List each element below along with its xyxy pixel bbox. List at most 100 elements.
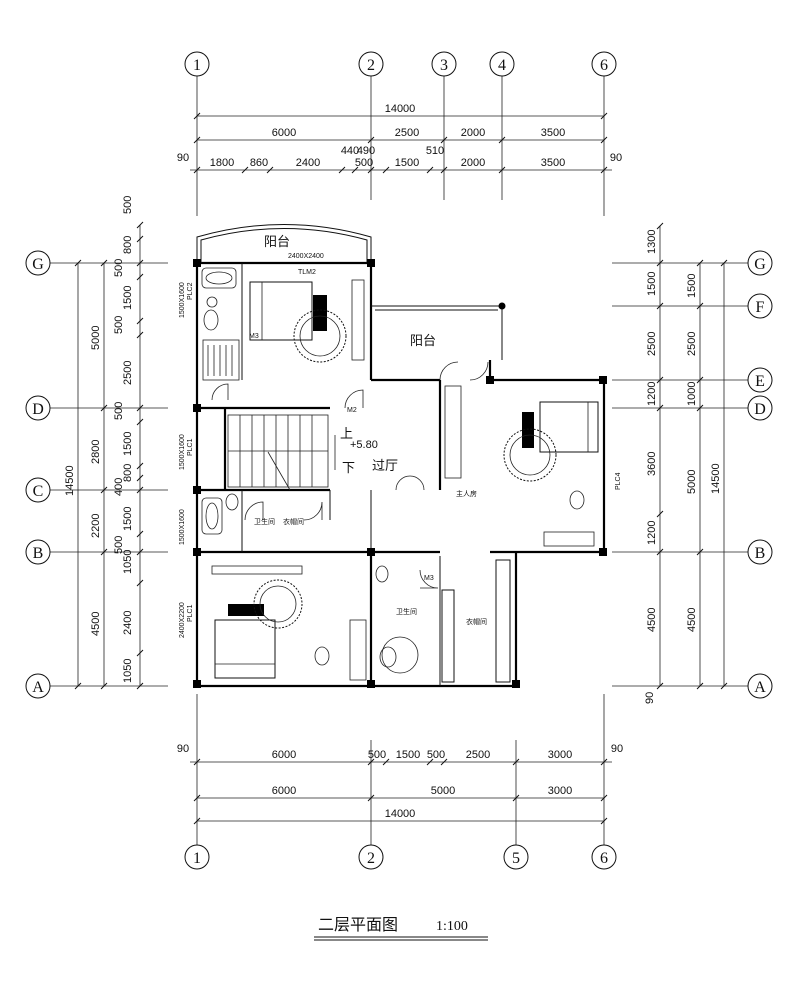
svg-text:500: 500 bbox=[368, 749, 386, 761]
svg-text:2500: 2500 bbox=[395, 127, 419, 139]
svg-text:2400: 2400 bbox=[296, 157, 320, 169]
svg-text:1300: 1300 bbox=[646, 230, 658, 254]
axis-label-right: A bbox=[754, 679, 766, 696]
svg-text:1500: 1500 bbox=[396, 749, 420, 761]
room-label: 阳台 bbox=[410, 334, 436, 349]
axis-label-bottom: 1 bbox=[193, 850, 201, 867]
axis-label-top: 6 bbox=[600, 57, 608, 74]
svg-text:1500: 1500 bbox=[122, 507, 134, 531]
window-tag: PLC1 bbox=[187, 438, 194, 456]
axis-bubbles-left: G D C B A bbox=[25, 250, 51, 699]
svg-text:500: 500 bbox=[113, 259, 125, 277]
svg-text:90: 90 bbox=[610, 152, 622, 164]
svg-text:14000: 14000 bbox=[385, 103, 416, 115]
room-label: 衣帽间 bbox=[466, 617, 487, 626]
window-tag: 2400X2400 bbox=[288, 253, 324, 260]
room-label: 阳台 bbox=[264, 235, 290, 250]
wardrobe bbox=[202, 279, 462, 479]
svg-text:1050: 1050 bbox=[122, 659, 134, 683]
svg-text:500: 500 bbox=[113, 402, 125, 420]
svg-text:500: 500 bbox=[113, 316, 125, 334]
axis-label-right: E bbox=[755, 373, 765, 390]
svg-text:1500: 1500 bbox=[686, 274, 698, 298]
axis-label-left: G bbox=[32, 256, 44, 273]
svg-text:2000: 2000 bbox=[461, 127, 485, 139]
axis-label-right: F bbox=[756, 299, 765, 316]
room-label: 卫生间 bbox=[254, 517, 275, 526]
window-tag: PLC4 bbox=[615, 472, 622, 490]
svg-text:14000: 14000 bbox=[385, 808, 416, 820]
door-tag: M2 bbox=[347, 407, 357, 414]
axis-label-bottom: 6 bbox=[600, 850, 608, 867]
room-label: 衣帽间 bbox=[283, 517, 304, 526]
stair-level-label: +5.80 bbox=[350, 439, 378, 451]
svg-text:1050: 1050 bbox=[122, 550, 134, 574]
svg-text:6000: 6000 bbox=[272, 127, 296, 139]
axis-bubbles-right: G F E D B A bbox=[747, 250, 773, 699]
stair-up-label: 上 bbox=[340, 427, 353, 442]
bed-top-left bbox=[249, 281, 347, 363]
svg-text:440: 440 bbox=[341, 145, 359, 157]
svg-text:5000: 5000 bbox=[686, 470, 698, 494]
window-tag: PLC2 bbox=[187, 282, 194, 300]
axis-label-top: 2 bbox=[367, 57, 375, 74]
svg-text:490: 490 bbox=[357, 145, 375, 157]
window-tag: TLM2 bbox=[298, 269, 316, 276]
door-tag: M3 bbox=[249, 333, 259, 340]
svg-text:800: 800 bbox=[122, 464, 134, 482]
axis-label-right: D bbox=[754, 401, 766, 418]
columns bbox=[193, 259, 607, 688]
svg-text:4500: 4500 bbox=[90, 612, 102, 636]
svg-text:1000: 1000 bbox=[686, 382, 698, 406]
svg-text:6000: 6000 bbox=[272, 749, 296, 761]
axis-label-right: B bbox=[755, 545, 766, 562]
axis-label-left: A bbox=[32, 679, 44, 696]
svg-text:500: 500 bbox=[427, 749, 445, 761]
svg-text:1800: 1800 bbox=[210, 157, 234, 169]
window-tag: 1500X1600 bbox=[179, 282, 186, 318]
dimension-left: 500 800 500 1500 500 2500 500 1500 800 4… bbox=[64, 196, 144, 690]
drawing-title: 二层平面图 bbox=[318, 915, 398, 934]
svg-text:3000: 3000 bbox=[548, 749, 572, 761]
svg-text:2000: 2000 bbox=[461, 157, 485, 169]
svg-text:1500: 1500 bbox=[395, 157, 419, 169]
svg-text:1200: 1200 bbox=[646, 521, 658, 545]
axis-label-left: C bbox=[33, 483, 44, 500]
axis-label-left: D bbox=[32, 401, 44, 418]
svg-text:2800: 2800 bbox=[90, 440, 102, 464]
svg-text:5000: 5000 bbox=[431, 785, 455, 797]
svg-text:2500: 2500 bbox=[686, 332, 698, 356]
window-tag: 2400X2200 bbox=[179, 602, 186, 638]
dimension-bottom: 90 6000 500 1500 500 2500 3000 90 6000 5… bbox=[177, 743, 623, 825]
staircase bbox=[227, 414, 336, 491]
dimension-top: 14000 6000 2500 2000 3500 90 1800 860 24… bbox=[177, 103, 622, 174]
svg-text:2200: 2200 bbox=[90, 514, 102, 538]
window-tag: PLC1 bbox=[187, 604, 194, 622]
window-tag: 1500X1600 bbox=[179, 434, 186, 470]
drawing-scale: 1:100 bbox=[436, 919, 468, 934]
svg-text:1500: 1500 bbox=[122, 432, 134, 456]
axis-label-bottom: 2 bbox=[367, 850, 375, 867]
bed-master bbox=[503, 401, 599, 482]
axis-label-top: 4 bbox=[498, 57, 506, 74]
svg-text:2500: 2500 bbox=[646, 332, 658, 356]
room-label: 主人房 bbox=[456, 489, 477, 498]
svg-text:860: 860 bbox=[250, 157, 268, 169]
door-tag: M3 bbox=[424, 575, 434, 582]
axis-label-left: B bbox=[33, 545, 44, 562]
walls bbox=[195, 224, 606, 688]
bed-bottom-left bbox=[214, 579, 303, 679]
svg-text:3000: 3000 bbox=[548, 785, 572, 797]
axis-bubbles-bottom: 1 2 5 6 bbox=[184, 844, 617, 870]
svg-text:6000: 6000 bbox=[272, 785, 296, 797]
axis-bubbles-top: 1 2 3 4 6 bbox=[184, 51, 617, 77]
window-tag: 1500X1600 bbox=[179, 509, 186, 545]
svg-text:2400: 2400 bbox=[122, 611, 134, 635]
svg-text:800: 800 bbox=[122, 236, 134, 254]
svg-text:500: 500 bbox=[122, 196, 134, 214]
svg-text:400: 400 bbox=[113, 478, 125, 496]
axis-label-top: 3 bbox=[440, 57, 448, 74]
bath-fixtures bbox=[201, 267, 595, 681]
axis-label-right: G bbox=[754, 256, 766, 273]
